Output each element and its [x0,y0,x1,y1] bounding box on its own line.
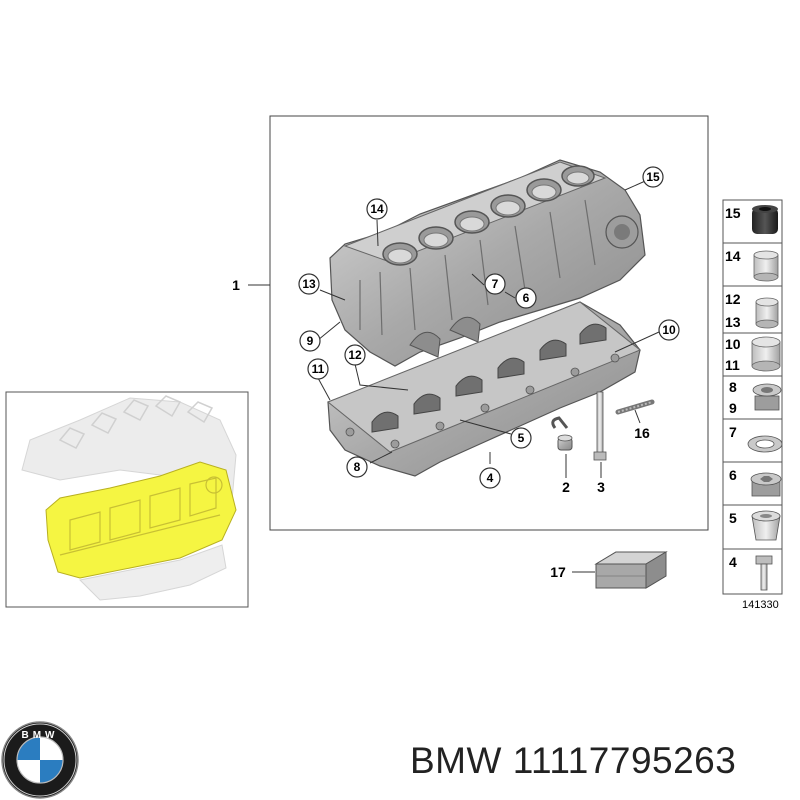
part-12-sleeve-icon [755,297,779,329]
callout-12: 12 [348,348,362,362]
side-label-4: 4 [729,554,737,570]
side-label-5: 5 [729,510,737,526]
callout-4: 4 [487,471,494,485]
callout-11: 11 [312,362,325,376]
side-label-9: 9 [729,400,737,416]
part-16-rod [615,399,655,415]
callout-circles [298,166,680,489]
engine-block [329,159,646,367]
part-10-sleeve-icon [751,336,781,372]
engine-thumbnail [5,391,249,608]
callout-6: 6 [523,291,530,305]
side-label-14: 14 [725,248,741,264]
callout-14: 14 [370,202,384,216]
side-label-13: 13 [725,314,741,330]
bmw-logo: BMW [1,721,79,799]
part-7-washer-icon [747,435,783,453]
thumbnail-highlighted-block [45,461,237,579]
part-17-box [594,551,668,589]
callout-8: 8 [354,460,361,474]
side-label-10: 10 [725,336,741,352]
leader-lines [248,177,660,573]
side-label-11: 11 [725,357,740,373]
part-2-sleeve [551,416,573,451]
thumbnail-engine-bottom [78,544,227,601]
part-number: 11117795263 [512,740,737,781]
side-label-15: 15 [725,205,741,221]
callout-13: 13 [302,277,316,291]
callout-16: 16 [634,425,650,441]
part-number-caption: BMW 11117795263 [410,740,795,782]
part-4-bolt-icon [755,555,773,591]
part-8-plug-icon [752,383,782,411]
part-6-plug-icon [750,472,782,497]
part-5-sleeve-icon [751,510,781,541]
part-15-grommet-icon [752,205,778,234]
part-14-sleeve-icon [753,250,779,282]
side-label-7: 7 [729,424,737,440]
diagram-number: 141330 [742,599,779,611]
callout-3: 3 [597,479,605,495]
callout-15: 15 [646,170,660,184]
callout-2: 2 [562,479,570,495]
side-label-8: 8 [729,379,737,395]
callout-1: 1 [232,277,240,293]
crankcase-lower [327,301,641,477]
side-label-12: 12 [725,291,741,307]
main-diagram-frame [269,115,709,531]
callout-10: 10 [662,323,676,337]
callout-7: 7 [492,277,499,291]
part-3-bolt [593,391,607,461]
callout-9: 9 [307,334,314,348]
side-label-6: 6 [729,467,737,483]
callout-17: 17 [550,564,566,580]
callout-5: 5 [518,431,525,445]
bmw-logo-letters: BMW [22,730,59,741]
brand-name: BMW [410,740,502,781]
